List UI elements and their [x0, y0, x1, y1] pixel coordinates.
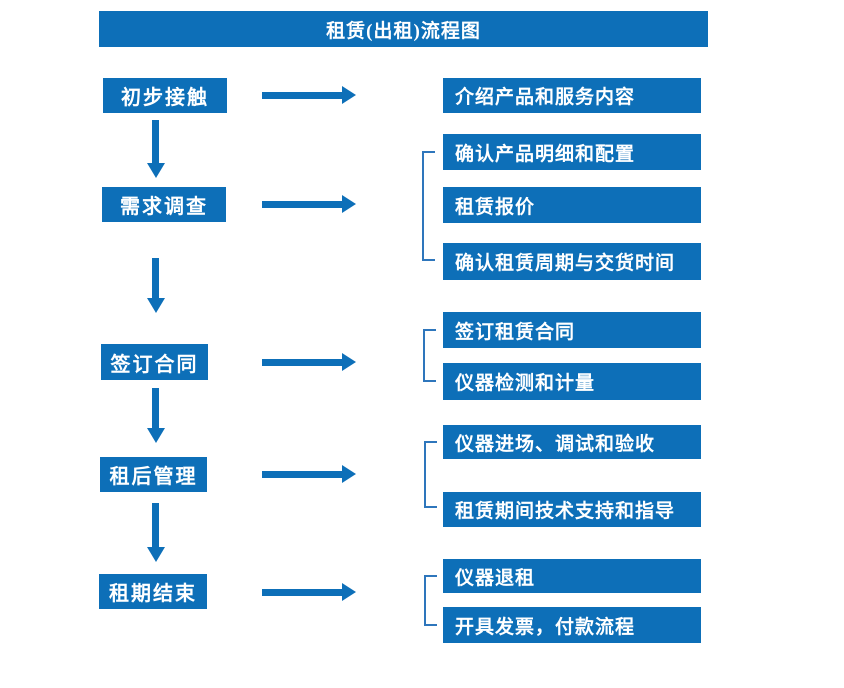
arrow-down-stage3-stage4	[147, 388, 165, 443]
bracket-stage3-outputs	[423, 329, 436, 382]
output-box-technical-support: 租赁期间技术支持和指导	[443, 492, 701, 527]
arrow-right-stage5	[262, 583, 356, 601]
output-box-instrument-setup-acceptance: 仪器进场、调试和验收	[443, 425, 701, 459]
flowchart-title: 租赁(出租)流程图	[99, 11, 708, 47]
stage-box-rental-end: 租期结束	[99, 574, 207, 609]
output-box-sign-rental-contract: 签订租赁合同	[443, 312, 701, 348]
stage-box-demand-survey: 需求调查	[102, 187, 226, 222]
stage-box-initial-contact: 初步接触	[103, 78, 227, 113]
bracket-stage2-outputs	[422, 151, 435, 261]
output-box-confirm-rental-period: 确认租赁周期与交货时间	[443, 243, 701, 280]
arrow-right-stage4	[262, 465, 356, 483]
output-box-confirm-product-details: 确认产品明细和配置	[443, 134, 701, 170]
output-box-instrument-inspection: 仪器检测和计量	[443, 363, 701, 400]
arrow-right-stage1	[262, 86, 356, 104]
stage-box-sign-contract: 签订合同	[101, 344, 208, 380]
output-box-introduce-products: 介绍产品和服务内容	[443, 78, 701, 113]
output-box-instrument-return: 仪器退租	[443, 559, 701, 593]
output-box-rental-quotation: 租赁报价	[443, 187, 701, 223]
arrow-right-stage3	[262, 353, 356, 371]
arrow-right-stage2	[262, 195, 356, 213]
bracket-stage5-outputs	[424, 575, 437, 626]
output-box-invoice-payment: 开具发票，付款流程	[443, 607, 701, 643]
arrow-down-stage2-stage3	[147, 258, 165, 313]
stage-box-post-rental-management: 租后管理	[100, 457, 207, 492]
bracket-stage4-outputs	[424, 441, 437, 508]
arrow-down-stage4-stage5	[147, 503, 165, 562]
arrow-down-stage1-stage2	[147, 120, 165, 178]
